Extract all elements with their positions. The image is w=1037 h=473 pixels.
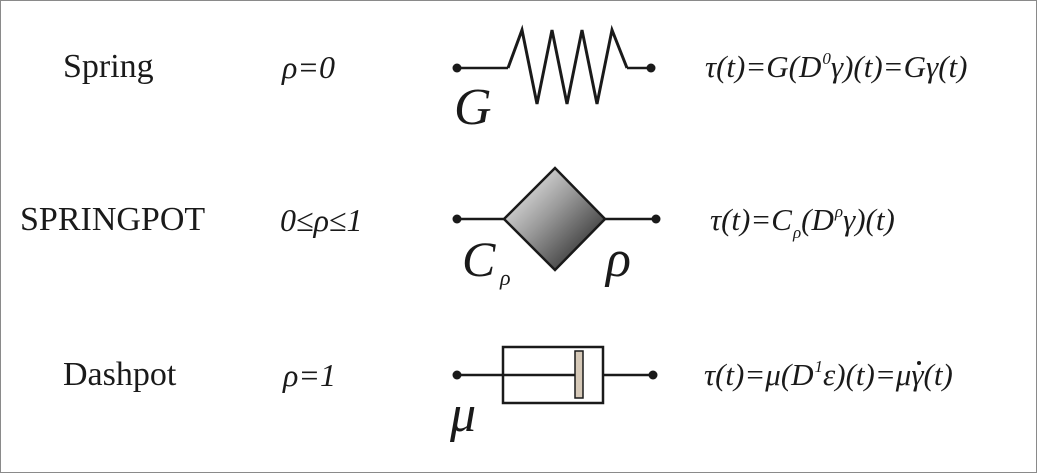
springpot-left-terminal bbox=[452, 214, 462, 224]
springpot-formula: τ(t)=Cρ(Dργ)(t) bbox=[710, 202, 895, 242]
springpot-param: 0≤ρ≤1 bbox=[280, 202, 363, 238]
spring-left-terminal bbox=[452, 63, 462, 73]
spring-modulus-label: G bbox=[454, 79, 492, 136]
spring-coil bbox=[506, 24, 629, 105]
springpot-coeff-label: C bbox=[462, 231, 496, 287]
dashpot-piston bbox=[574, 350, 584, 399]
dashpot-right-terminal bbox=[648, 370, 658, 380]
dashpot-left-terminal bbox=[452, 370, 462, 380]
dashpot-row: Dashpot ρ=1 μ τ(t)=μ(D1ε)(t)=μγ(t) bbox=[0, 305, 1037, 445]
springpot-name: SPRINGPOT bbox=[20, 201, 206, 238]
springpot-right-terminal bbox=[651, 214, 661, 224]
spring-row: Spring ρ=0 G τ(t)=G(D0γ)(t)=Gγ(t) bbox=[0, 0, 1037, 140]
dashpot-formula: τ(t)=μ(D1ε)(t)=μγ(t) bbox=[704, 357, 953, 392]
dashpot-name: Dashpot bbox=[63, 356, 177, 393]
spring-formula: τ(t)=G(D0γ)(t)=Gγ(t) bbox=[705, 49, 968, 84]
springpot-coeff-sub: ρ bbox=[499, 265, 511, 290]
springpot-symbol: C ρ ρ bbox=[452, 166, 661, 290]
dashpot-viscosity-label: μ bbox=[449, 386, 476, 443]
spring-symbol: G bbox=[452, 24, 656, 136]
dashpot-symbol: μ bbox=[449, 345, 658, 443]
spring-right-terminal bbox=[646, 63, 656, 73]
springpot-row: SPRINGPOT 0≤ρ≤1 C ρ ρ τ(t)=Cρ(Dργ)(t) bbox=[0, 150, 1037, 290]
springpot-order-label: ρ bbox=[604, 231, 631, 288]
spring-name: Spring bbox=[63, 48, 154, 85]
spring-param: ρ=0 bbox=[282, 49, 335, 85]
springpot-diamond bbox=[502, 166, 607, 272]
dashpot-param: ρ=1 bbox=[283, 357, 336, 393]
